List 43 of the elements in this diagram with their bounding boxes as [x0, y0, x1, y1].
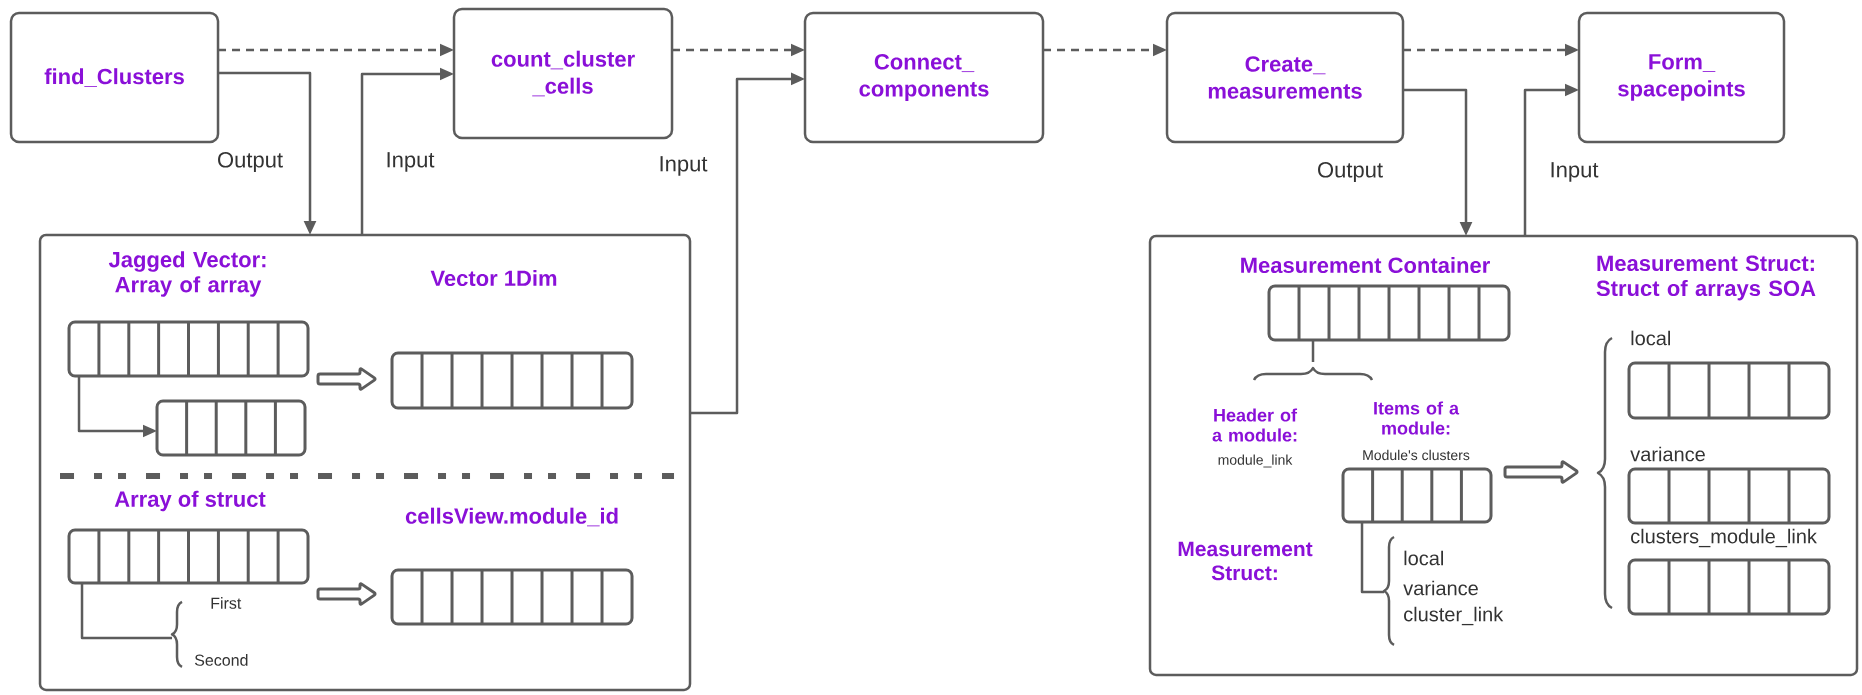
process-box: Create_ measurements	[1165, 11, 1405, 144]
edge-label: Output	[1315, 160, 1386, 184]
panel-box	[38, 233, 692, 692]
array-box	[67, 528, 310, 585]
text-label: module_link	[1218, 454, 1293, 468]
process-box: count_cluster _cells	[452, 7, 674, 140]
heading: Jagged Vector: Array of array	[108, 251, 266, 297]
heading: Measurement Container	[1241, 256, 1490, 274]
text-label: variance	[1403, 580, 1478, 596]
array-box	[1627, 467, 1831, 525]
block-arrow	[316, 582, 377, 606]
edge-label: Output	[215, 150, 286, 174]
array-box	[390, 568, 634, 626]
array-box	[1267, 284, 1511, 342]
array-label: clusters_module_link	[1631, 528, 1817, 548]
array-box	[67, 320, 310, 378]
heading: Measurement Struct: Struct of arrays SOA	[1596, 255, 1816, 301]
edge-label: Input	[383, 150, 437, 174]
panel-box	[1148, 234, 1859, 677]
text-label: Second	[194, 654, 248, 666]
array-box	[1341, 467, 1493, 524]
edge-label: Input	[656, 154, 710, 178]
array-label: local	[1631, 330, 1670, 346]
block-arrow	[316, 367, 377, 391]
array-box	[1627, 361, 1831, 420]
process-box: Form_ spacepoints	[1577, 11, 1786, 144]
text-label: local	[1404, 550, 1443, 566]
edge-label: Input	[1547, 160, 1601, 184]
heading: Measurement Struct:	[1178, 541, 1313, 581]
text-label: cluster_link	[1404, 606, 1504, 626]
block-arrow	[1503, 460, 1579, 484]
heading: cellsView.module_id	[405, 507, 618, 527]
array-box	[1627, 558, 1831, 616]
process-box: Connect_ components	[803, 11, 1045, 144]
array-box	[155, 399, 307, 457]
process-box: find_Clusters	[9, 11, 220, 144]
array-label: Module's clusters	[1363, 449, 1470, 461]
heading: Vector 1Dim	[430, 269, 557, 287]
heading: Items of a module:	[1374, 401, 1460, 435]
heading: Header of a module:	[1212, 408, 1298, 442]
array-box	[390, 351, 634, 410]
heading: Array of struct	[114, 490, 266, 512]
array-label: variance	[1630, 446, 1705, 462]
